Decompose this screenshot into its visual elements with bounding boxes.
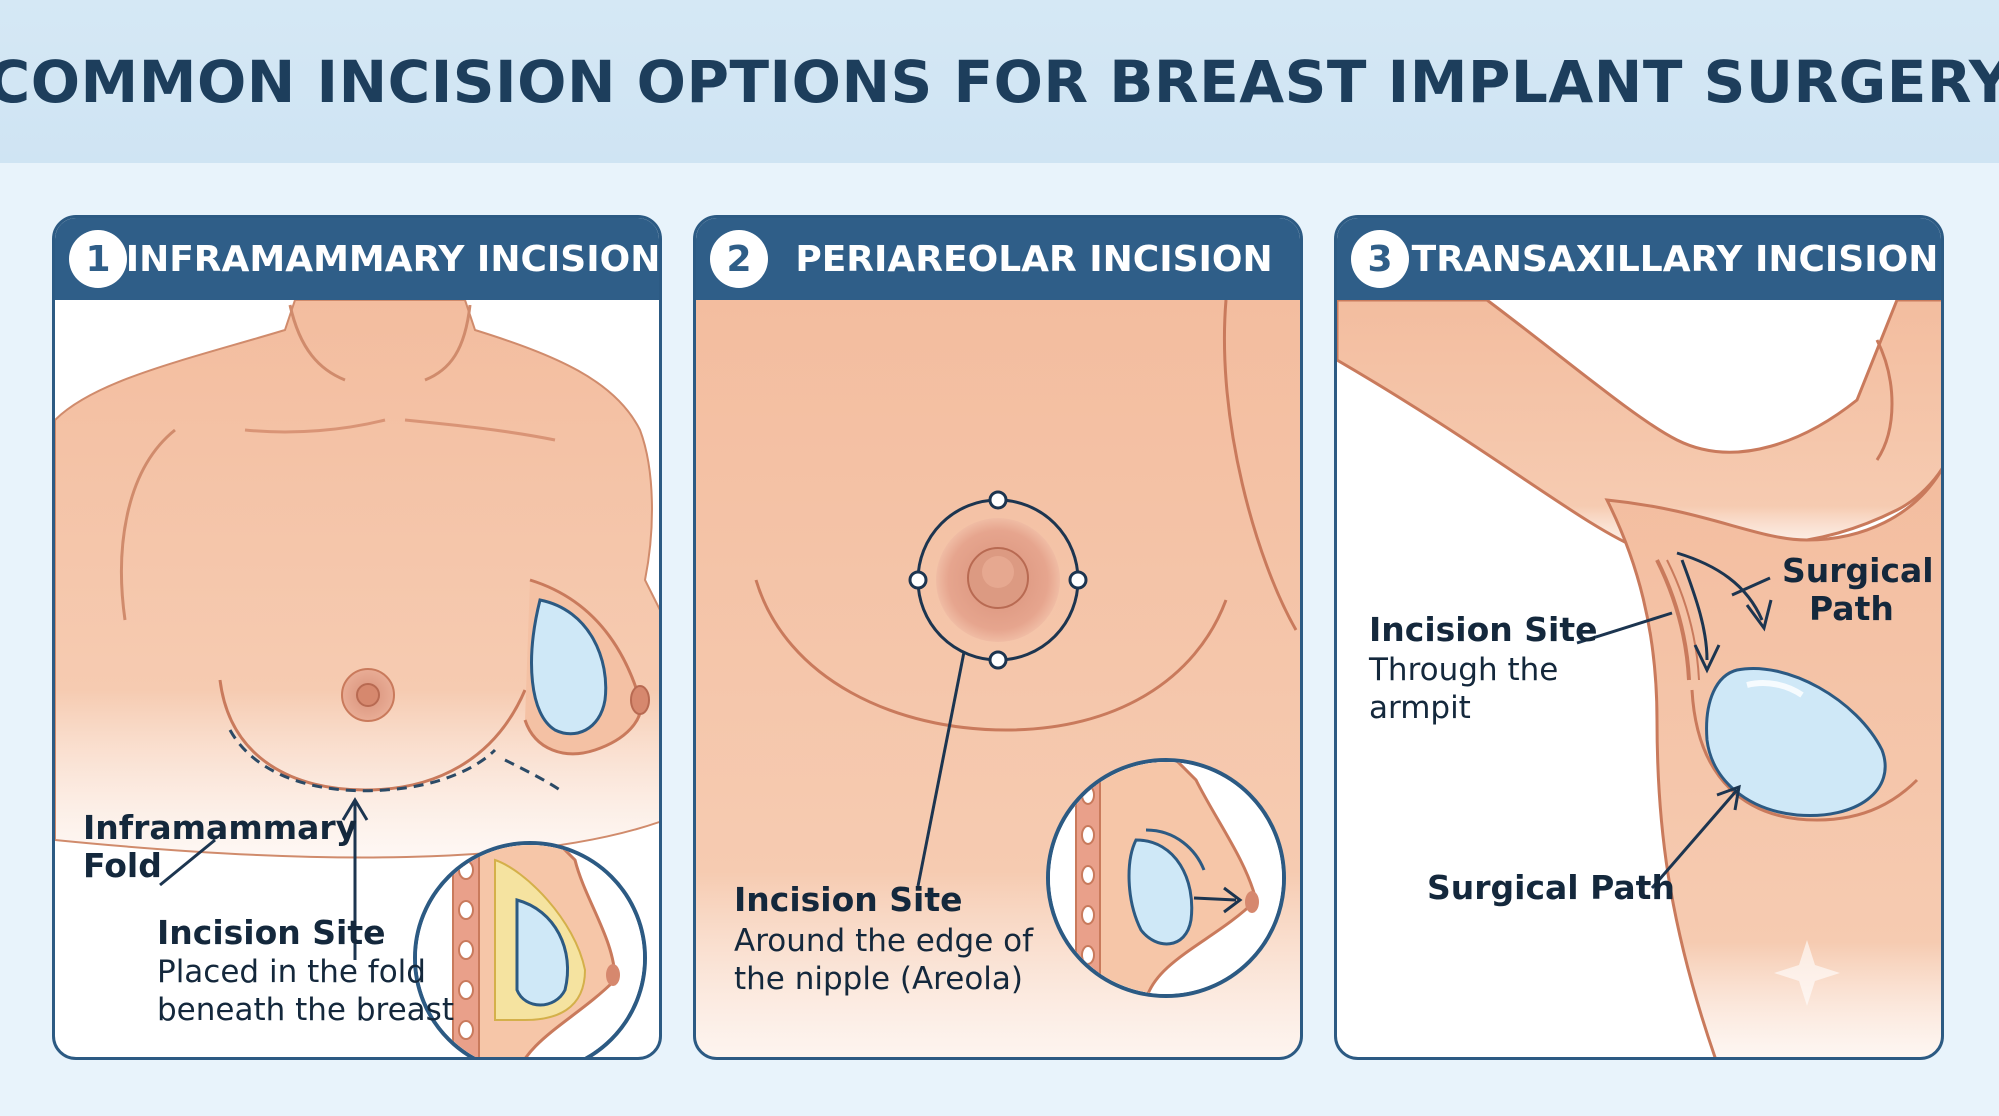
- panel-number: 1: [69, 230, 127, 288]
- panel-periareolar: 2 PERIAREOLAR INCISION: [693, 215, 1303, 1060]
- label-fold-line2: Fold: [83, 846, 162, 885]
- label-surgical-path-bottom: Surgical Path: [1427, 868, 1675, 907]
- label-incision-site: Incision Site: [157, 913, 386, 952]
- label-incision-desc2: armpit: [1369, 690, 1471, 726]
- periareolar-illustration: [696, 300, 1300, 1057]
- title-bar: COMMON INCISION OPTIONS FOR BREAST IMPLA…: [0, 0, 1999, 163]
- label-fold-line1: Inframammary: [83, 808, 358, 847]
- label-incision-desc1: Through the: [1369, 652, 1559, 688]
- panel-title: PERIAREOLAR INCISION: [795, 238, 1273, 280]
- page-title: COMMON INCISION OPTIONS FOR BREAST IMPLA…: [0, 47, 1999, 116]
- panel-number: 2: [710, 230, 768, 288]
- panel-transaxillary: 3 TRANSAXILLARY INCISION: [1334, 215, 1944, 1060]
- label-incision-desc2: beneath the breast: [157, 992, 454, 1028]
- label-incision-desc1: Placed in the fold: [157, 954, 426, 990]
- label-incision-site: Incision Site: [1369, 610, 1598, 649]
- label-surgical-path-top-line1: Surgical: [1782, 551, 1934, 590]
- panel-title: INFRAMAMMARY INCISION: [125, 238, 661, 280]
- panel-number: 3: [1351, 230, 1409, 288]
- panel-title: TRANSAXILLARY INCISION: [1411, 238, 1939, 280]
- label-surgical-path-top-line2: Path: [1809, 589, 1894, 628]
- panel-header: 3 TRANSAXILLARY INCISION: [1337, 218, 1941, 300]
- transaxillary-illustration: [1337, 300, 1941, 1057]
- label-incision-desc1: Around the edge of: [734, 923, 1034, 959]
- panel-header: 1 INFRAMAMMARY INCISION: [55, 218, 659, 300]
- panel-header: 2 PERIAREOLAR INCISION: [696, 218, 1300, 300]
- panel-inframammary: 1 INFRAMAMMARY INCISION: [52, 215, 662, 1060]
- inframammary-illustration: [55, 300, 659, 1057]
- label-incision-desc2: the nipple (Areola): [734, 961, 1023, 997]
- label-incision-site: Incision Site: [734, 880, 963, 919]
